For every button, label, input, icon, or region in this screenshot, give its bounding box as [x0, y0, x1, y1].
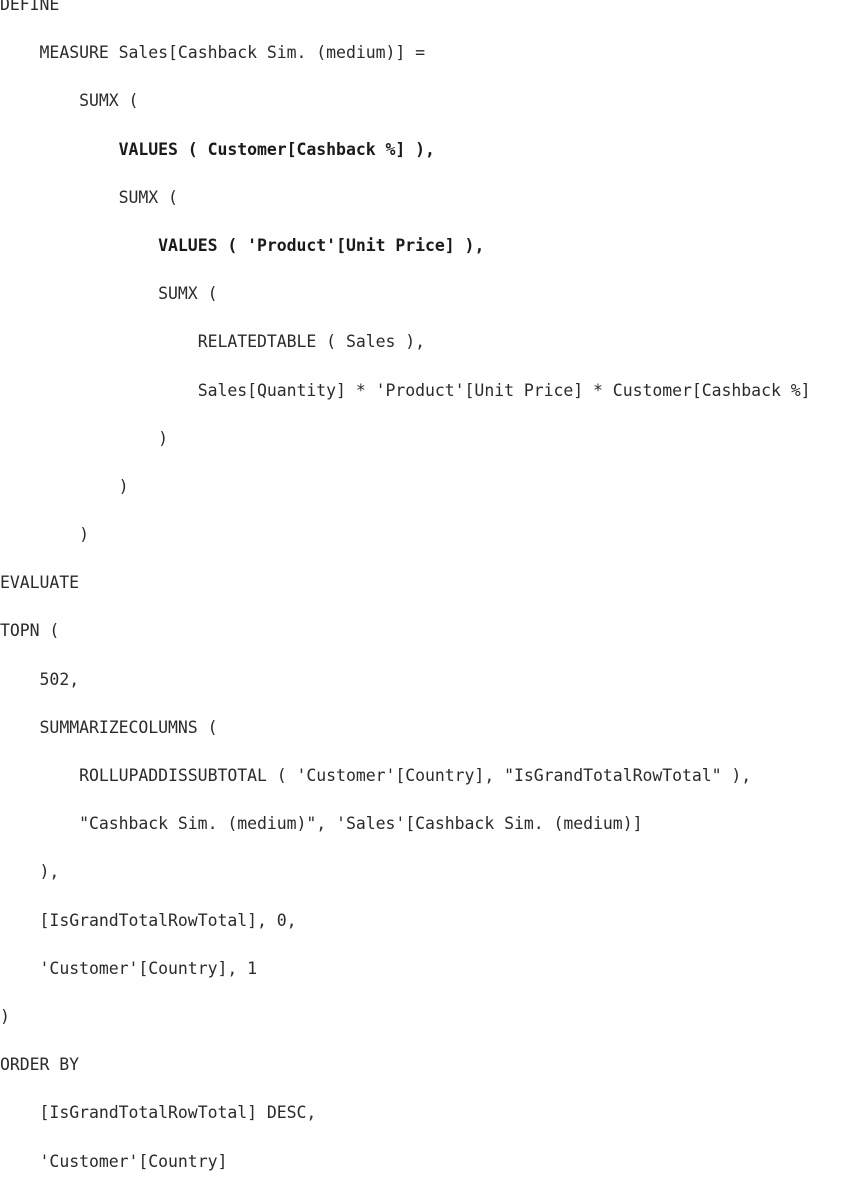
code-line: ): [0, 1006, 10, 1026]
code-line: MEASURE Sales[Cashback Sim. (medium)] =: [39, 43, 426, 63]
code-line: SUMX (: [118, 187, 178, 207]
code-line: 502,: [39, 669, 80, 689]
code-line: ROLLUPADDISSUBTOTAL ( 'Customer'[Country…: [79, 766, 752, 785]
code-line: DEFINE: [0, 0, 60, 14]
code-line-highlighted: VALUES ( 'Product'[Unit Price] ),: [158, 235, 485, 255]
code-line: RELATEDTABLE ( Sales ),: [197, 332, 426, 352]
code-line: 'Customer'[Country], 1: [39, 958, 258, 978]
code-line: SUMX (: [79, 91, 139, 111]
dax-code-block: DEFINE MEASURE Sales[Cashback Sim. (medi…: [0, 0, 811, 1171]
code-line: ): [79, 525, 89, 545]
code-line: [IsGrandTotalRowTotal] DESC,: [39, 1103, 317, 1123]
code-line: SUMX (: [158, 284, 218, 304]
code-line: ): [118, 476, 129, 496]
code-line: Sales[Quantity] * 'Product'[Unit Price] …: [197, 380, 811, 400]
code-line: ),: [39, 862, 60, 882]
code-line: 'Customer'[Country]: [39, 1151, 228, 1171]
code-line: ORDER BY: [0, 1055, 80, 1075]
code-line: [IsGrandTotalRowTotal], 0,: [39, 910, 297, 930]
code-line: EVALUATE: [0, 573, 80, 593]
code-line: ): [158, 428, 169, 448]
code-line-highlighted: VALUES ( Customer[Cashback %] ),: [118, 139, 435, 159]
code-line: TOPN (: [0, 621, 60, 641]
code-line: SUMMARIZECOLUMNS (: [39, 717, 218, 737]
code-line: "Cashback Sim. (medium)", 'Sales'[Cashba…: [79, 814, 643, 834]
